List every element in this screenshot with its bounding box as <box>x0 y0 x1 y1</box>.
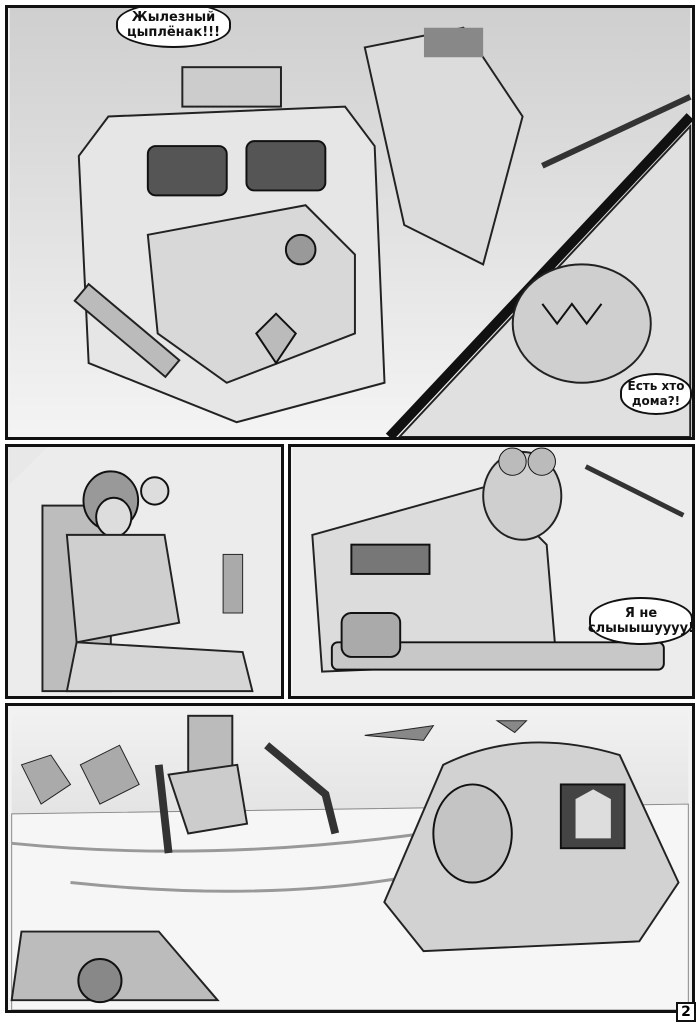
speech-bubble: Жылезный цыплёнак!!! <box>116 8 231 48</box>
speech-text: слыыышуууу! <box>587 621 695 636</box>
speech-text: цыплёнак!!! <box>126 25 221 40</box>
panel-walker-closeup: Жылезный цыплёнак!!! Есть хто дома?! <box>5 5 695 440</box>
panel-pilot-cockpit <box>5 444 284 699</box>
speech-bubble: Есть хто дома?! <box>620 373 692 415</box>
pilot-illustration <box>8 447 281 696</box>
speech-text: Есть хто <box>627 379 685 393</box>
panel-battlefield <box>5 703 695 1013</box>
speech-text: Я не <box>624 606 658 621</box>
page-number: 2 <box>676 1002 696 1022</box>
speech-text: Жылезный <box>131 10 216 25</box>
speech-bubble: Я не слыыышуууу! <box>587 597 695 645</box>
walker-illustration <box>9 8 692 437</box>
panel-ork-attack: Я не слыыышуууу! <box>288 444 695 699</box>
speech-text: дома?! <box>631 394 681 408</box>
battlefield-illustration <box>10 706 689 1010</box>
ork-walker-illustration <box>292 447 691 696</box>
